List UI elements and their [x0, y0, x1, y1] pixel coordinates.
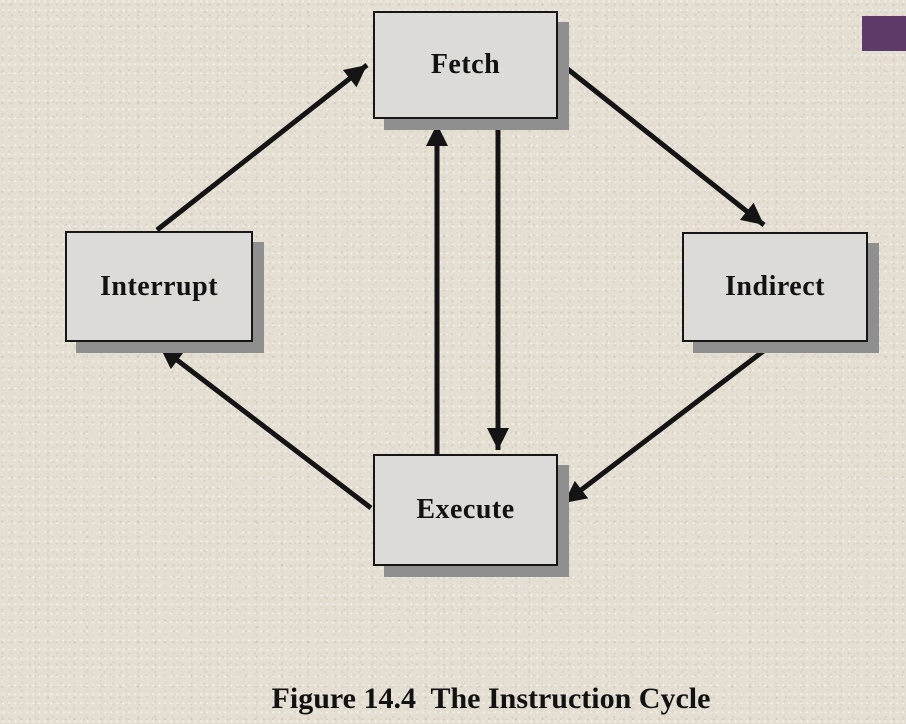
node-fetch: Fetch — [373, 11, 558, 119]
arrow-indirect-to-execute — [562, 341, 776, 505]
node-interrupt: Interrupt — [65, 231, 253, 342]
arrow-interrupt-to-fetch — [155, 63, 369, 232]
arrow-execute-to-interrupt — [158, 345, 373, 510]
node-interrupt-label: Interrupt — [99, 270, 219, 302]
slide-accent-bar — [862, 16, 906, 51]
node-fetch-label: Fetch — [430, 49, 501, 80]
node-execute: Execute — [373, 454, 558, 566]
arrow-fetch-to-indirect — [558, 61, 766, 227]
figure-caption: Figure 14.4 The Instruction Cycle — [271, 682, 711, 715]
node-indirect: Indirect — [682, 232, 868, 342]
node-indirect-label: Indirect — [725, 271, 825, 302]
node-execute-label: Execute — [416, 494, 515, 525]
